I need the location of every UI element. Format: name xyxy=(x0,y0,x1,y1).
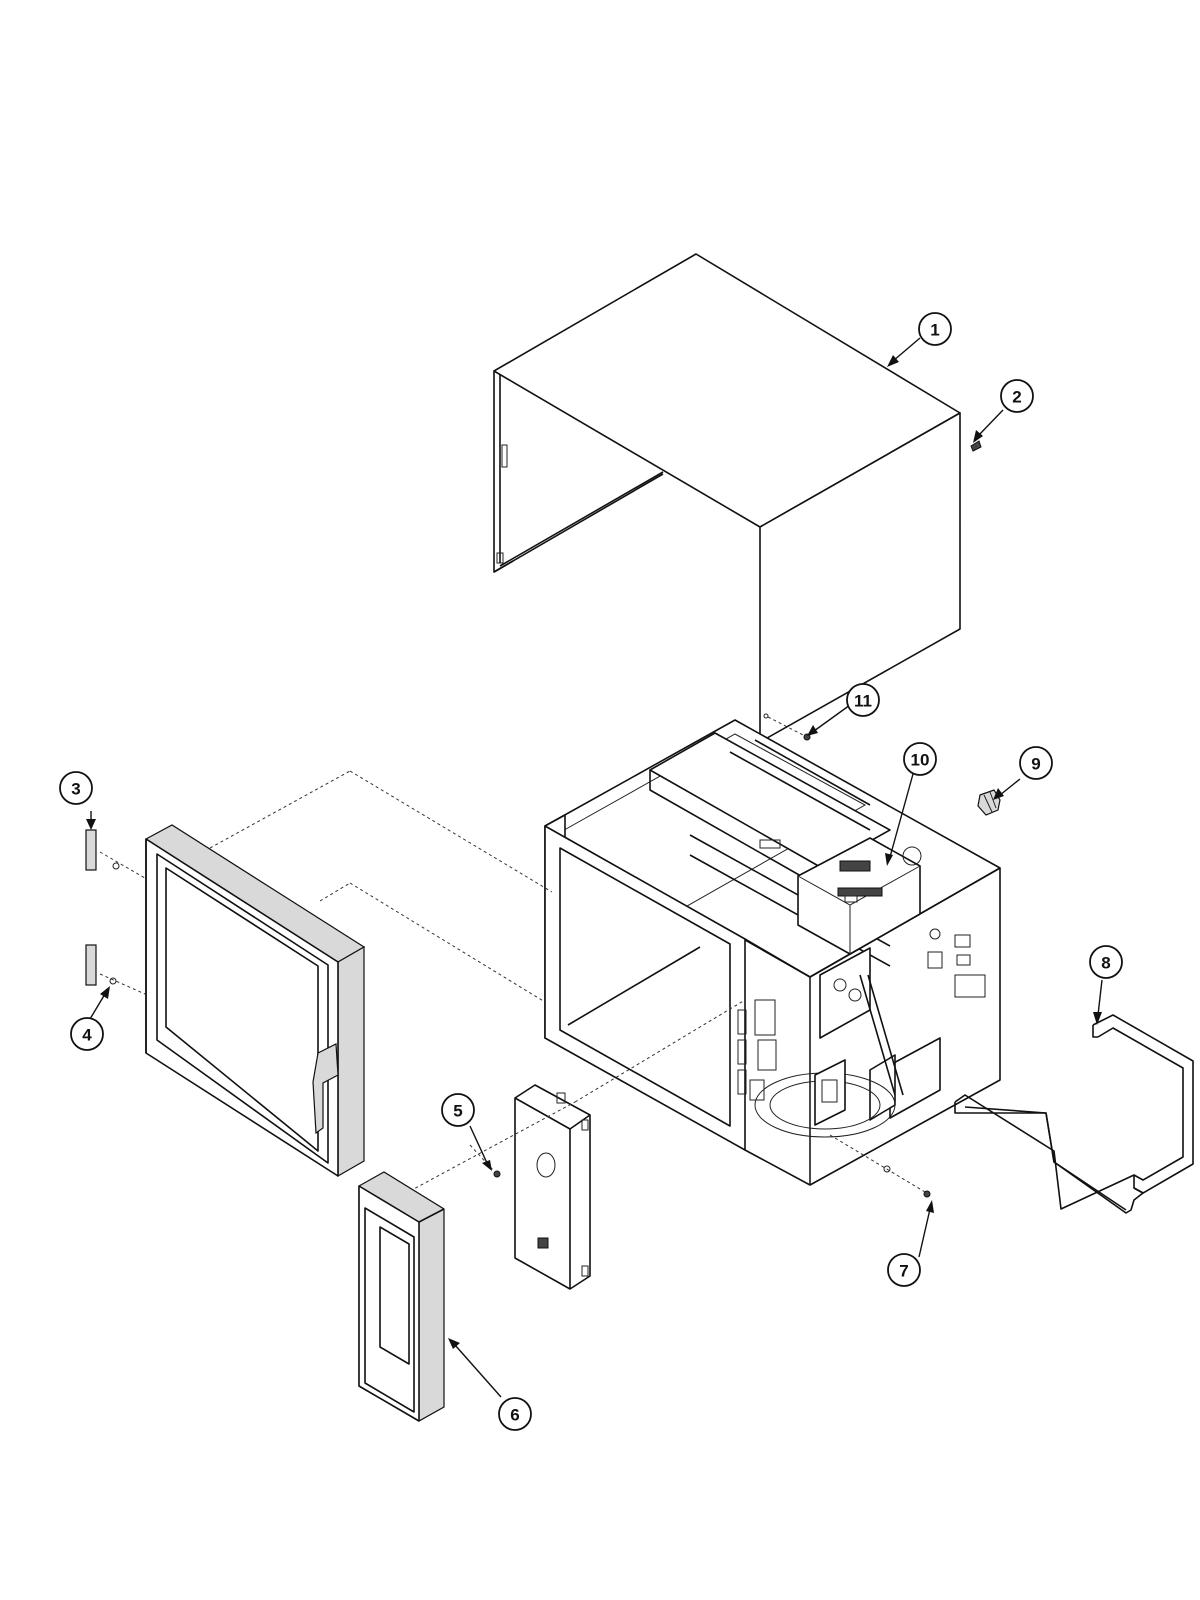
callout-7-label: 7 xyxy=(899,1262,908,1281)
callout-11: 11 xyxy=(846,683,880,717)
hinge-pin-4 xyxy=(85,944,146,995)
callout-10-label: 10 xyxy=(911,751,930,770)
leaders xyxy=(86,337,1103,1398)
callout-3: 3 xyxy=(59,771,93,805)
callout-6-label: 6 xyxy=(510,1406,519,1425)
callout-5-label: 5 xyxy=(453,1102,462,1121)
callout-9-label: 9 xyxy=(1031,755,1040,774)
screws-7 xyxy=(829,1134,931,1198)
magnetron-10 xyxy=(837,887,883,903)
control-panel xyxy=(514,1084,591,1290)
callout-10: 10 xyxy=(903,742,937,776)
callout-8: 8 xyxy=(1089,945,1123,979)
callout-2: 2 xyxy=(1000,379,1034,413)
callout-1: 1 xyxy=(918,312,952,346)
hinge-pin-3 xyxy=(85,829,146,879)
callout-4: 4 xyxy=(70,1017,104,1051)
door-seal-8 xyxy=(954,1014,1194,1214)
interlock-switch-bank xyxy=(737,999,777,1101)
callout-1-label: 1 xyxy=(930,321,939,340)
callout-2-label: 2 xyxy=(1012,388,1021,407)
callout-9: 9 xyxy=(1019,746,1053,780)
callout-7: 7 xyxy=(887,1253,921,1287)
panel-cover-6 xyxy=(358,1171,445,1422)
callout-8-label: 8 xyxy=(1101,954,1110,973)
door-assembly xyxy=(144,824,366,1178)
callout-5: 5 xyxy=(441,1093,475,1127)
callout-11-label: 11 xyxy=(854,692,872,711)
cap-9 xyxy=(977,789,1001,816)
outer-cabinet-wrapper xyxy=(493,253,961,743)
callout-3-label: 3 xyxy=(71,780,80,799)
rear-terminal-block xyxy=(927,928,986,998)
chassis-body xyxy=(544,719,1001,1186)
callout-4-label: 4 xyxy=(82,1026,92,1045)
screw-2 xyxy=(970,440,982,452)
callout-6: 6 xyxy=(498,1397,532,1431)
